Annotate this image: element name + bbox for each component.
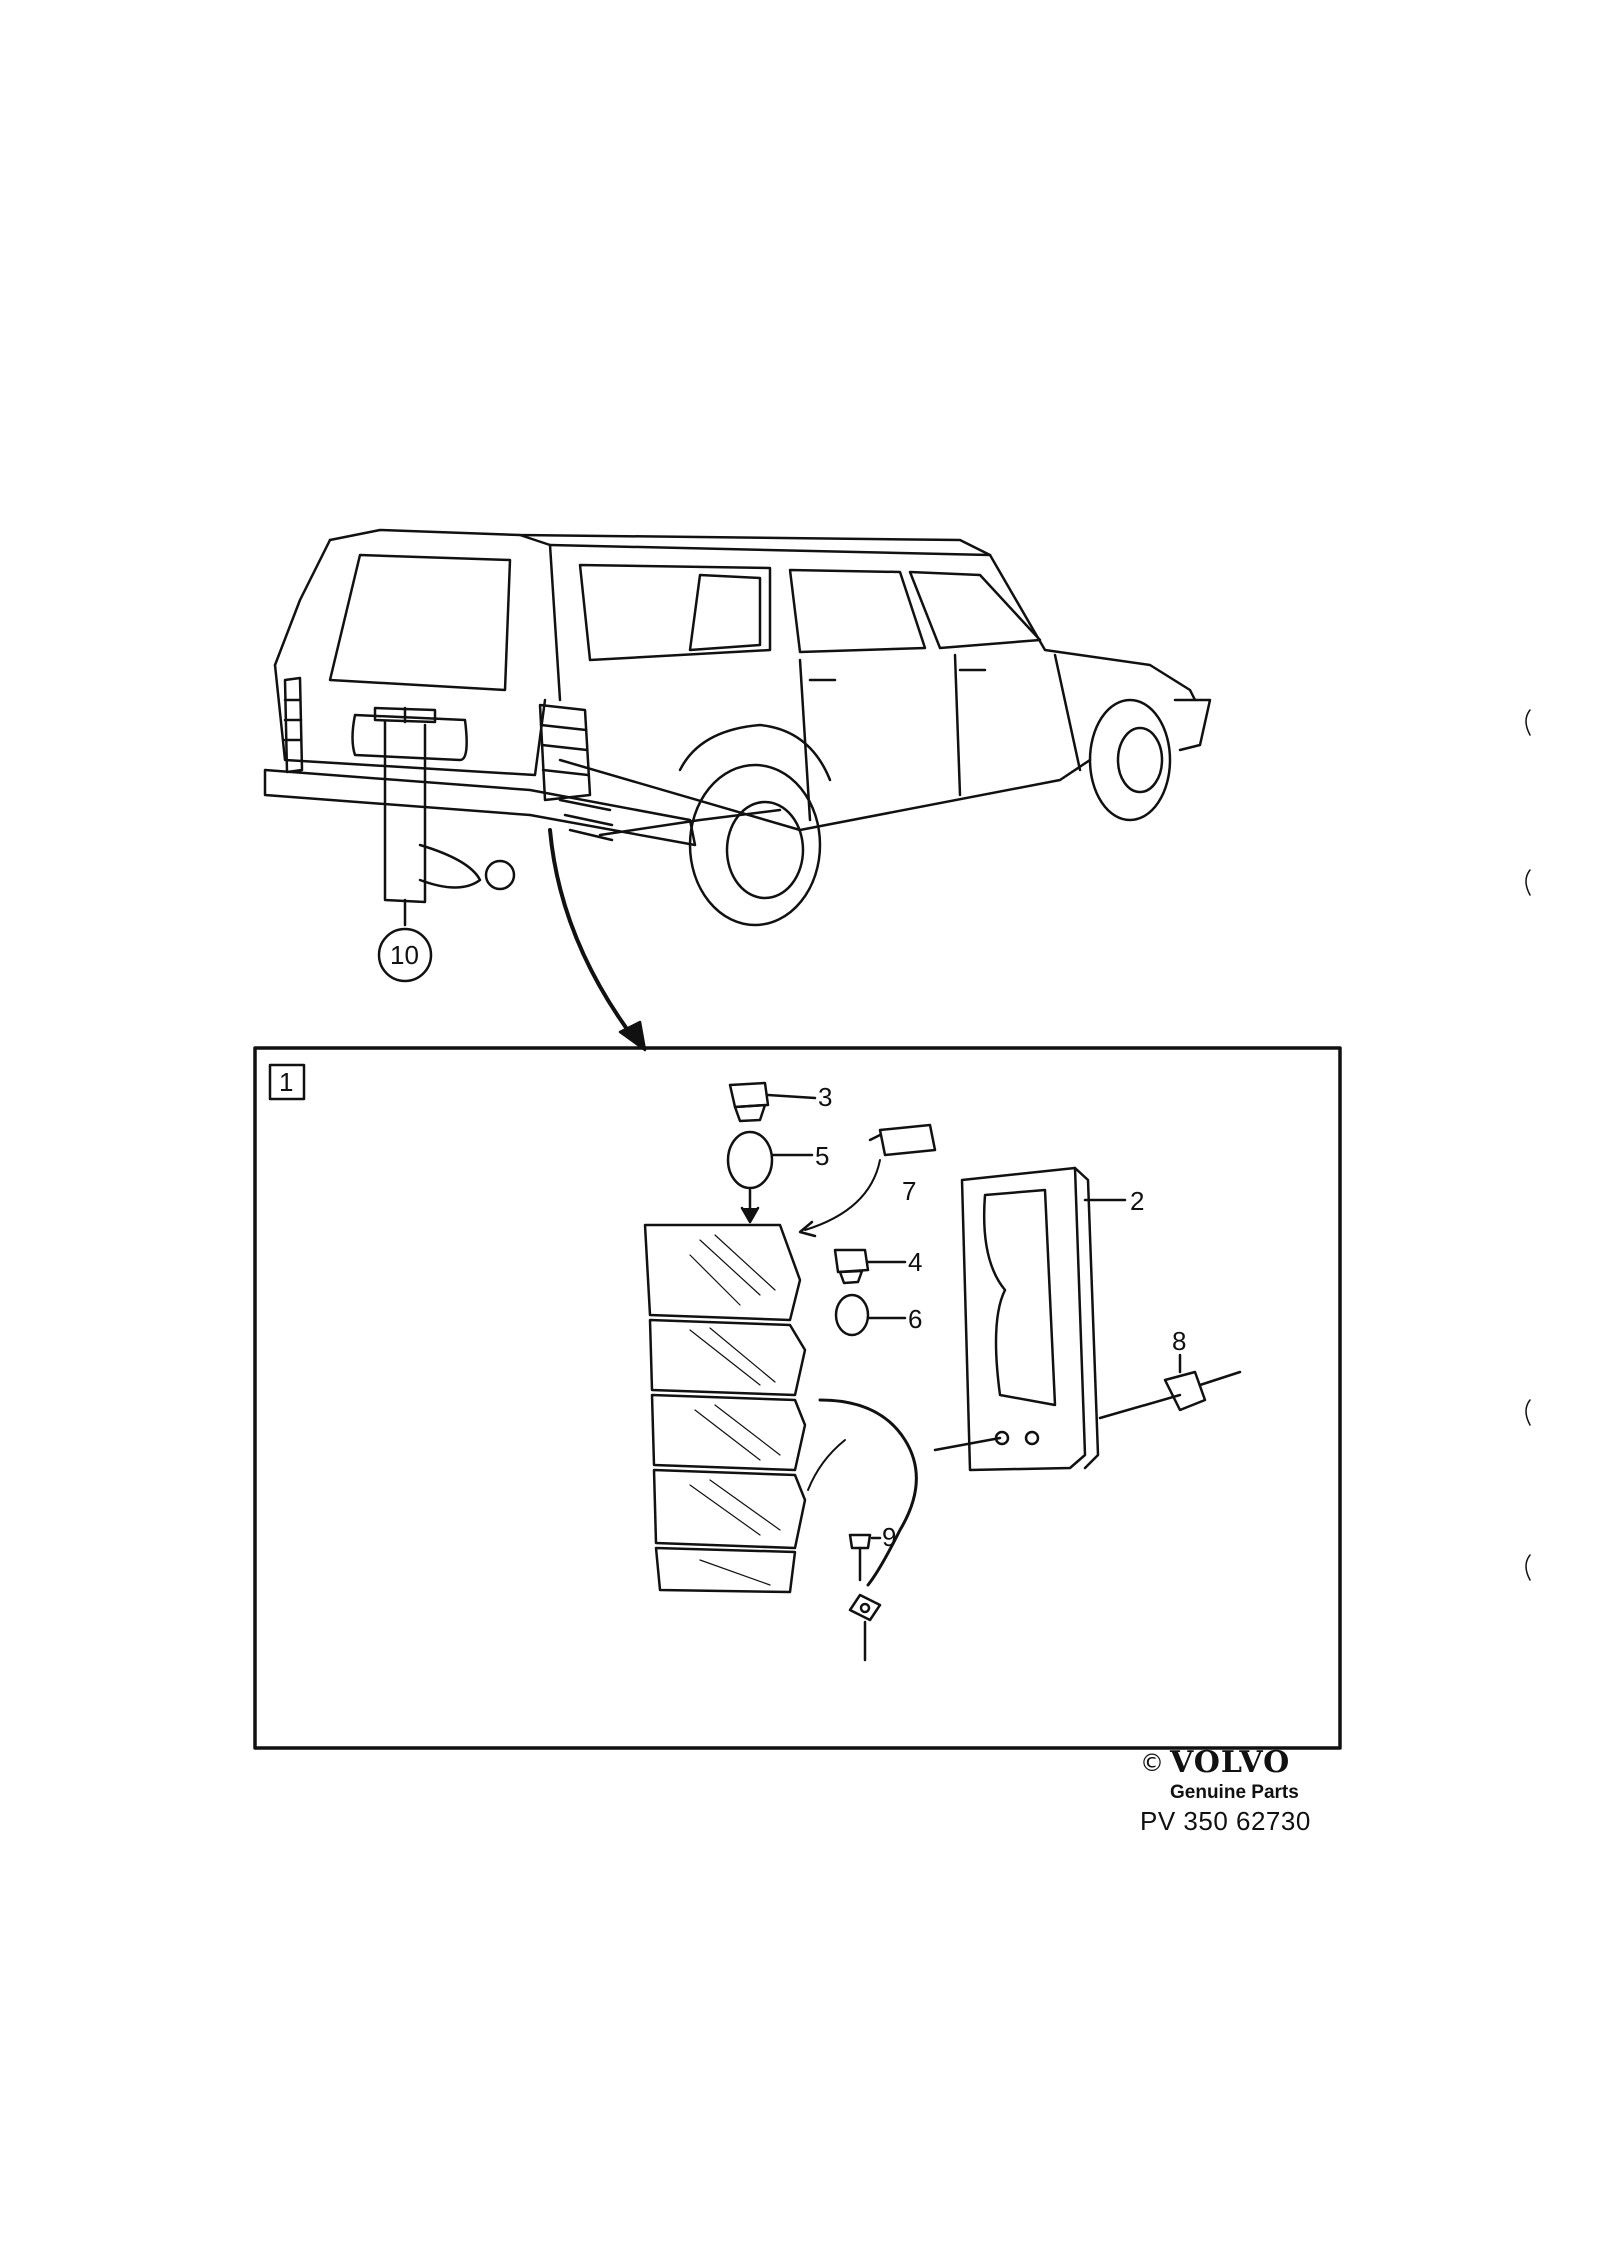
brand-tagline: Genuine Parts — [1170, 1782, 1299, 1803]
reference-number: PV 350 62730 — [1140, 1806, 1311, 1836]
callout-9: 9 — [882, 1522, 896, 1552]
callout-10: 10 — [390, 940, 419, 970]
detail-arrow — [548, 828, 637, 1042]
callout-labels: 1 2 3 4 5 6 7 8 9 10 — [279, 940, 1186, 1552]
copyright-symbol: © — [1140, 1748, 1164, 1777]
callout-5: 5 — [815, 1141, 829, 1171]
detail-frame — [253, 1046, 1342, 1750]
cable-9 — [807, 1398, 918, 1662]
connector-7 — [798, 1123, 937, 1238]
callout-3: 3 — [818, 1082, 832, 1112]
tail-light-lens — [643, 1223, 807, 1594]
callout-2: 2 — [1130, 1186, 1144, 1216]
bulb-holder-4 — [833, 1248, 870, 1337]
brand-block: © VOLVO Genuine Parts PV 350 62730 — [1140, 1745, 1350, 1837]
callout-6: 6 — [908, 1304, 922, 1334]
callout-1: 1 — [279, 1067, 293, 1097]
lamp-housing — [960, 1166, 1100, 1472]
car-illustration — [263, 528, 1212, 927]
callout-8: 8 — [1172, 1326, 1186, 1356]
brand-row: © VOLVO — [1140, 1745, 1350, 1780]
grommet-8 — [1098, 1353, 1242, 1420]
callout-4: 4 — [908, 1247, 922, 1277]
brand-name: VOLVO — [1170, 1745, 1291, 1780]
callout-7: 7 — [902, 1176, 916, 1206]
bulb-holder-3 — [726, 1081, 774, 1224]
